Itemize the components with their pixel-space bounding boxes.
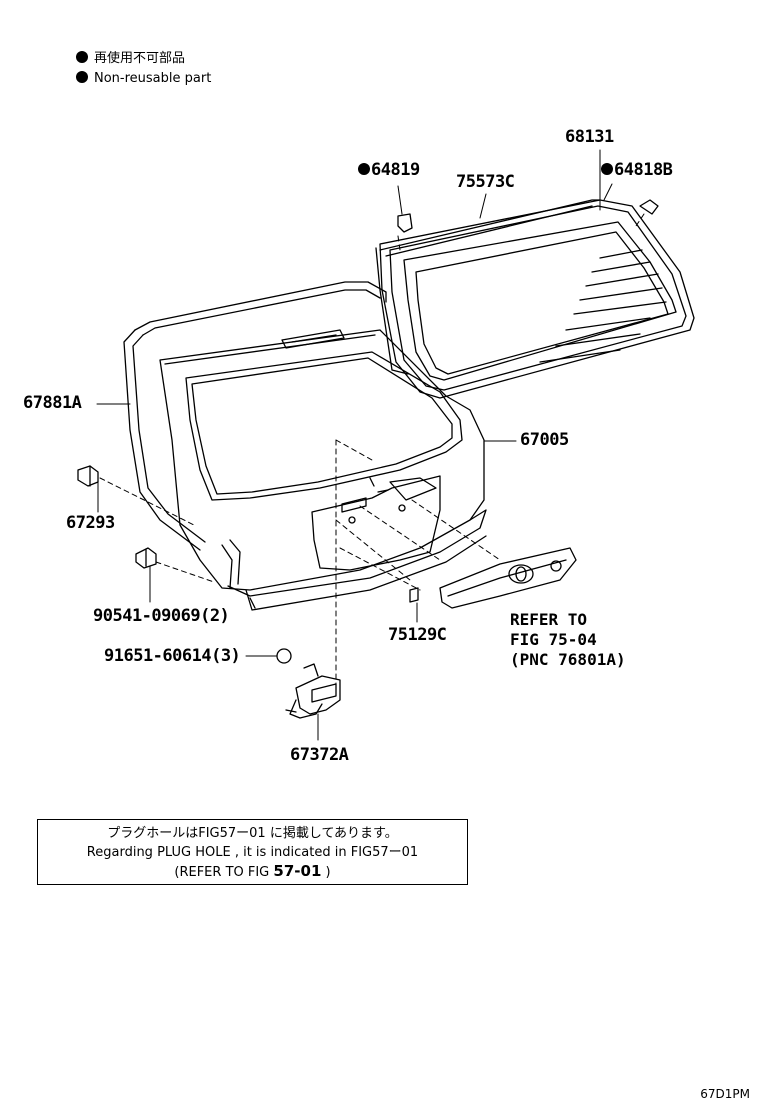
callout-64819[interactable]: 64819 (358, 160, 420, 180)
note-fig-link[interactable]: 57-01 (273, 862, 322, 880)
callout-67005[interactable]: 67005 (520, 430, 569, 450)
non-reusable-marker-icon (601, 163, 613, 175)
back-glass-68131 (379, 199, 695, 399)
callout-91651[interactable]: 91651-60614(3) (104, 646, 241, 666)
note-reference: (REFER TO FIG 57-01 ) (174, 862, 331, 880)
garnish-reference[interactable]: REFER TO FIG 75-04 (PNC 76801A) (510, 610, 626, 669)
plug-75129c (409, 587, 419, 603)
note-japanese: プラグホールはFIG57ー01 に掲載してあります。 (107, 826, 398, 841)
legend-japanese: 再使用不可部品 (76, 51, 185, 67)
leader-lines (96, 149, 613, 741)
legend-english: Non-reusable part (76, 71, 211, 87)
assembly-guide-lines (99, 213, 645, 691)
non-reusable-marker-icon (76, 51, 88, 63)
callout-67372a[interactable]: 67372A (290, 745, 349, 765)
back-door-garnish (439, 547, 577, 609)
non-reusable-marker-icon (358, 163, 370, 175)
cushion-90541 (135, 547, 157, 569)
callout-90541[interactable]: 90541-09069(2) (93, 606, 230, 626)
bolt-91651 (276, 648, 292, 664)
back-door-lock-67372a (285, 663, 341, 719)
callout-64818b[interactable]: 64818B (601, 160, 673, 180)
clip-64819 (397, 213, 413, 233)
clip-64818b (639, 199, 659, 215)
back-door-panel-67005 (159, 329, 487, 611)
non-reusable-marker-icon (76, 71, 88, 83)
glass-molding-75573c (375, 199, 601, 375)
figure-code: 67D1PM (700, 1087, 750, 1101)
callout-75129c[interactable]: 75129C (388, 625, 447, 645)
weatherstrip-67881a (123, 281, 387, 551)
callout-75573c[interactable]: 75573C (456, 172, 515, 192)
note-english: Regarding PLUG HOLE , it is indicated in… (86, 845, 419, 860)
callout-67293[interactable]: 67293 (66, 513, 115, 533)
cushion-67293 (77, 465, 99, 487)
plug-hole-note: プラグホールはFIG57ー01 に掲載してあります。 Regarding PLU… (37, 819, 468, 885)
callout-68131[interactable]: 68131 (565, 127, 614, 147)
callout-67881a[interactable]: 67881A (23, 393, 82, 413)
